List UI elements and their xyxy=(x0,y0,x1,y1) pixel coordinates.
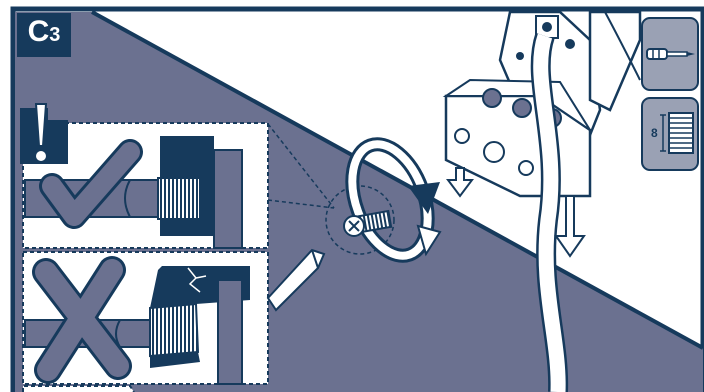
screwdriver-tip xyxy=(266,248,326,312)
step-badge: C 3 xyxy=(17,13,71,57)
strip-length-value: 8 xyxy=(651,126,658,140)
checkmark-icon xyxy=(42,142,140,226)
step-number: 3 xyxy=(49,24,61,46)
step-letter: C xyxy=(27,15,50,48)
screwdriver-icon xyxy=(646,48,695,60)
callout-incorrect xyxy=(22,251,269,385)
tool-tile-strip-length: 8 xyxy=(641,97,699,171)
rotate-arrow-icon xyxy=(408,182,440,214)
tool-tile-screwdriver xyxy=(641,17,699,91)
cable xyxy=(533,33,566,392)
warning-icon xyxy=(20,103,68,164)
callout-correct xyxy=(22,122,269,249)
strip-length-icon xyxy=(660,112,694,154)
cross-icon xyxy=(32,256,132,384)
tighten-rotation xyxy=(343,137,442,263)
push-down-arrows xyxy=(446,167,586,258)
